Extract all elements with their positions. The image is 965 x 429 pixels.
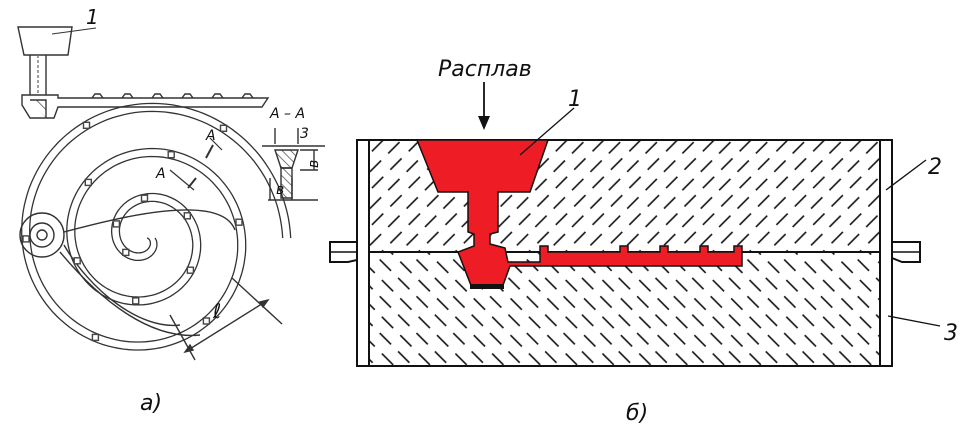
caption-a: а) (140, 391, 162, 416)
flask-right-wall (879, 139, 893, 367)
section-aa-detail (262, 128, 325, 201)
spiral-gate (183, 212, 192, 220)
section-mark-inner: A (155, 166, 166, 182)
spiral-gate (140, 194, 149, 202)
dim-3-label: 3 (300, 126, 309, 142)
melt-cavity (415, 139, 743, 289)
dim-b-side-label: в (306, 160, 322, 168)
dim-b-bottom-label: в (276, 182, 284, 198)
spiral-gate (112, 220, 121, 228)
sprue-base (470, 284, 504, 289)
section-mark-outer: A (205, 128, 216, 144)
pouring-cup-side-view (17, 26, 270, 119)
gate-bumps (91, 93, 254, 99)
spiral-gate (202, 317, 211, 325)
spiral-gate (84, 178, 93, 187)
spiral-gate (131, 297, 140, 305)
dimension-l (169, 277, 283, 361)
callout-3-b: 3 (944, 321, 958, 346)
callout-1-a: 1 (86, 5, 99, 29)
callout-2-b: 2 (928, 155, 942, 180)
spiral-gate (219, 124, 228, 133)
caption-b: б) (626, 401, 648, 426)
spiral-gate (91, 333, 100, 342)
spiral-pattern (19, 102, 292, 351)
spiral-gate (122, 248, 130, 257)
flask-left-wall (356, 139, 370, 367)
spiral-gate (167, 150, 175, 159)
section-aa-label: A – A (269, 106, 305, 122)
spiral-gate (186, 266, 195, 274)
figure-b: Расплав 1 2 3 б) (329, 57, 958, 426)
callout-1-b: 1 (568, 87, 582, 112)
dim-l-label: ℓ (212, 299, 221, 323)
melt-label: Расплав (438, 57, 532, 82)
spiral-gate (82, 121, 91, 130)
spiral-gate (22, 235, 30, 243)
lower-mould-half (368, 251, 881, 367)
figure-a: 1 A A ℓ A – A (17, 5, 325, 416)
spiral-gate (235, 218, 243, 226)
spiral-gate (73, 257, 81, 265)
